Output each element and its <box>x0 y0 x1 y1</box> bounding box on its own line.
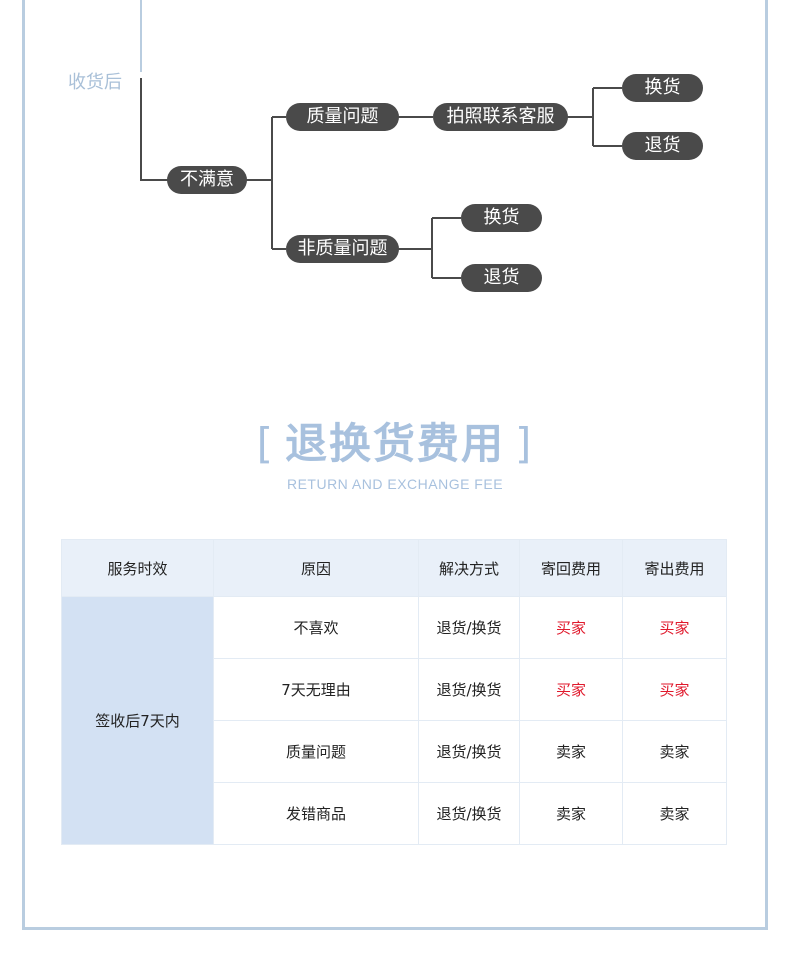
send-fee-cell: 买家 <box>622 596 727 659</box>
solution-cell: 退货/换货 <box>418 596 520 659</box>
solution-cell: 退货/换货 <box>418 720 520 783</box>
after-sale-flowchart: 收货后 不满意 质量问题 拍照联系客服 换货 退货 非质量问题 换货 退货 <box>0 0 790 320</box>
send-fee-cell: 卖家 <box>622 782 727 845</box>
return-fee-cell: 卖家 <box>519 782 623 845</box>
node-unsatisfied: 不满意 <box>167 166 247 194</box>
send-fee-cell: 买家 <box>622 658 727 721</box>
reason-cell: 7天无理由 <box>213 658 419 721</box>
table-row: 发错商品 退货/换货 卖家 卖家 <box>62 782 727 845</box>
reason-cell: 发错商品 <box>213 782 419 845</box>
reason-cell: 质量问题 <box>213 720 419 783</box>
header-reason: 原因 <box>213 539 419 597</box>
solution-cell: 退货/换货 <box>418 658 520 721</box>
node-non-quality-issue: 非质量问题 <box>286 235 399 263</box>
node-return-non-quality: 退货 <box>461 264 542 292</box>
node-return-quality: 退货 <box>622 132 703 160</box>
header-solution: 解决方式 <box>418 539 520 597</box>
table-row: 质量问题 退货/换货 卖家 卖家 <box>62 720 727 783</box>
stage-label-after-receipt: 收货后 <box>68 72 122 93</box>
bracket-left: [ <box>256 419 275 468</box>
send-fee-cell: 卖家 <box>622 720 727 783</box>
header-service-period: 服务时效 <box>61 539 214 597</box>
node-exchange-quality: 换货 <box>622 74 703 102</box>
bracket-right: ] <box>515 419 534 468</box>
node-quality-issue: 质量问题 <box>286 103 399 131</box>
section-subtitle: RETURN AND EXCHANGE FEE <box>286 476 504 492</box>
return-fee-cell: 买家 <box>519 658 623 721</box>
service-period-cell: 签收后7天内 <box>61 596 214 845</box>
page-frame <box>22 0 768 930</box>
node-photo-contact-service: 拍照联系客服 <box>433 103 568 131</box>
return-fee-cell: 买家 <box>519 596 623 659</box>
fee-table: 服务时效 原因 解决方式 寄回费用 寄出费用 签收后7天内 不喜欢 退货/换货 … <box>61 539 727 845</box>
section-title: [退换货费用] <box>0 410 790 471</box>
node-exchange-non-quality: 换货 <box>461 204 542 232</box>
table-row: 7天无理由 退货/换货 买家 买家 <box>62 658 727 721</box>
reason-cell: 不喜欢 <box>213 596 419 659</box>
solution-cell: 退货/换货 <box>418 782 520 845</box>
section-title-text: 退换货费用 <box>284 419 505 468</box>
header-return-fee: 寄回费用 <box>519 539 623 597</box>
table-row: 签收后7天内 不喜欢 退货/换货 买家 买家 <box>61 596 727 845</box>
table-header-row: 服务时效 原因 解决方式 寄回费用 寄出费用 <box>61 539 727 597</box>
header-send-fee: 寄出费用 <box>622 539 727 597</box>
return-fee-cell: 卖家 <box>519 720 623 783</box>
flowchart-connectors <box>140 0 622 279</box>
